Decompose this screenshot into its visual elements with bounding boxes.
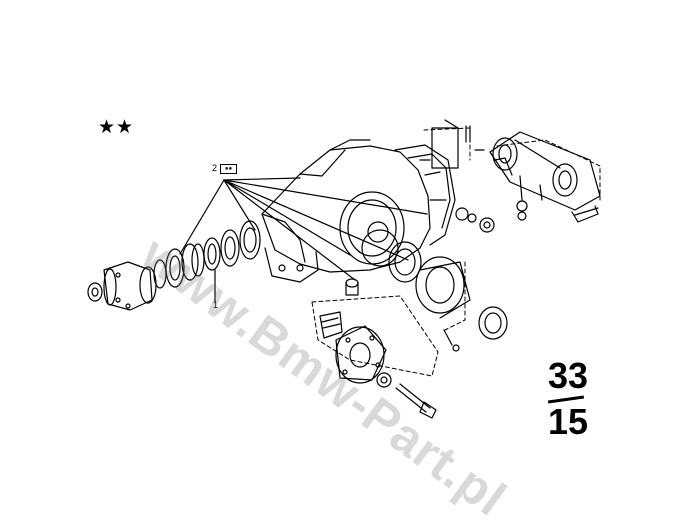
callout-2-box: ▪▪ <box>220 164 237 174</box>
group-sub-number: 15 <box>548 401 589 442</box>
differential-housing <box>261 139 456 283</box>
rear-cover <box>431 119 495 233</box>
star-markers: ★★ <box>98 116 135 138</box>
callout-2-label: 2 <box>212 163 218 173</box>
callout-1-label: 1 <box>213 300 219 310</box>
drain-plug <box>345 278 359 296</box>
bolt <box>395 383 437 419</box>
mount-bracket <box>489 131 601 223</box>
group-main-number: 33 <box>548 355 589 396</box>
output-flange <box>319 311 392 388</box>
pinion-bearings <box>153 220 261 303</box>
side-flange <box>361 229 508 352</box>
callout-2-leaders <box>179 177 428 281</box>
exploded-view-drawing <box>87 119 601 419</box>
assembly-outline <box>311 127 601 377</box>
diagram-canvas: ★★ 2 ▪▪ 1 www.Bmw-Part.pl 33 15 <box>87 116 601 527</box>
